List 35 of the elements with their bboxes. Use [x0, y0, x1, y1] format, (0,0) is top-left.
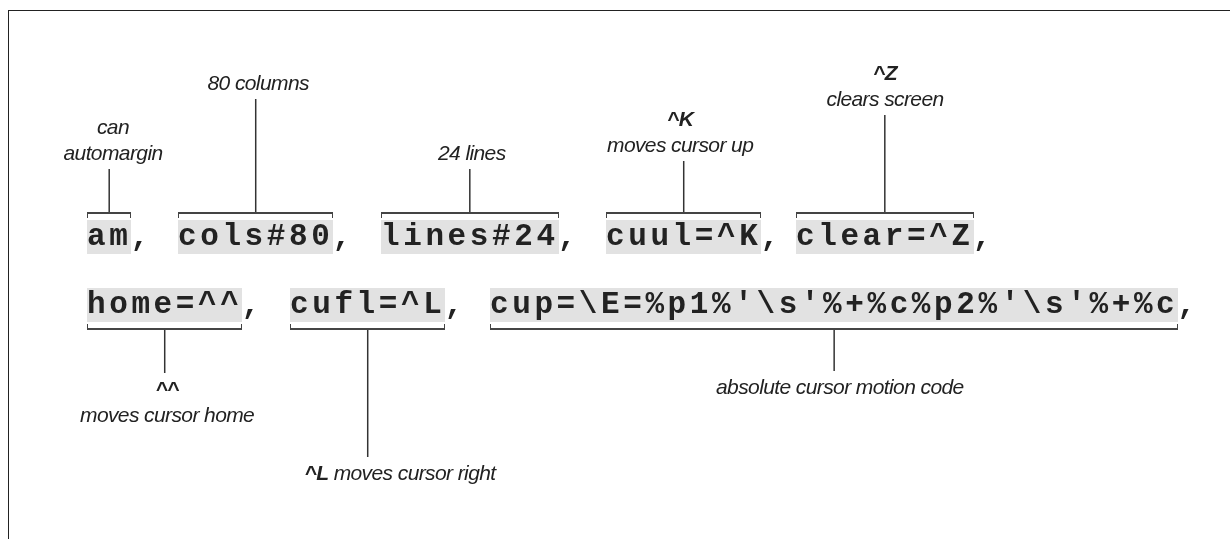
- leader-line: [884, 114, 886, 213]
- separator: ,: [130, 220, 149, 254]
- separator: ,: [444, 288, 464, 322]
- annotation: absolute cursor motion code: [716, 374, 964, 400]
- code-box: clear=^Z: [796, 212, 974, 254]
- leader-line: [469, 168, 471, 213]
- leader-line: [833, 329, 835, 372]
- key-code: ^K: [666, 106, 696, 132]
- separator: ,: [241, 288, 261, 322]
- code-box: am: [87, 212, 132, 254]
- leader-line: [366, 329, 369, 458]
- separator: ,: [332, 220, 352, 254]
- annotation-text: moves cursor home: [80, 402, 255, 428]
- separator: ,: [760, 220, 780, 254]
- code-box: home=^^: [87, 288, 243, 330]
- annotation: 80 columns: [207, 70, 309, 96]
- code-box: cols#80: [178, 212, 334, 254]
- annotation-text: clears screen: [826, 86, 944, 112]
- annotation: can automargin: [58, 114, 168, 166]
- code-box: cuul=^K: [606, 212, 762, 254]
- annotation: 24 lines: [438, 140, 506, 166]
- leader-line: [108, 168, 110, 213]
- annotation-text: moves cursor up: [607, 132, 754, 158]
- key-code: ^Z: [872, 60, 899, 86]
- code-box: cup=\E=%p1%'\s'%+%c%p2%'\s'%+%c: [490, 288, 1179, 330]
- separator: ,: [972, 220, 992, 254]
- code-box: lines#24: [381, 212, 559, 254]
- separator: ,: [557, 220, 577, 254]
- leader-line: [682, 160, 685, 213]
- leader-line: [163, 329, 166, 374]
- separator: ,: [1177, 288, 1196, 322]
- key-code: ^^: [154, 376, 180, 402]
- code-box: cufl=^L: [290, 288, 446, 330]
- leader-line: [254, 98, 257, 213]
- annotation: ^L moves cursor right: [304, 460, 496, 486]
